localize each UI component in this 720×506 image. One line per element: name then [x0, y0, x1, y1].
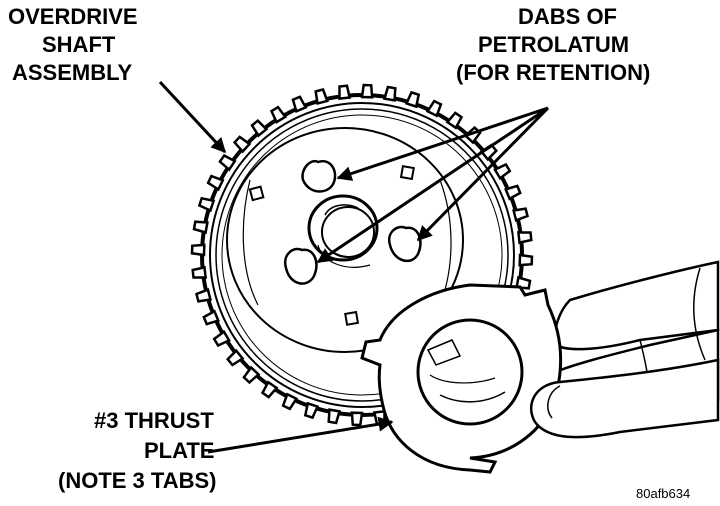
label-petrolatum: PETROLATUM [478, 32, 630, 57]
label-note-tabs: (NOTE 3 TABS) [58, 468, 217, 493]
thumb-illustration [529, 358, 720, 439]
shaft-arrow [158, 80, 227, 154]
gear-tooth [445, 111, 464, 130]
label-assembly: ASSEMBLY [12, 60, 133, 85]
gear-tooth [382, 85, 397, 102]
gear-tooth [425, 99, 443, 118]
gear-tooth [291, 95, 308, 113]
label-dabs-of: DABS OF [518, 4, 617, 29]
petrolatum-dabs [283, 159, 422, 285]
gear-tooth [512, 207, 529, 222]
label-thrust: #3 THRUST [94, 408, 214, 433]
gear-tooth [218, 153, 237, 172]
label-overdrive: OVERDRIVE [8, 4, 138, 29]
gear-tooth [404, 90, 421, 109]
gear-tooth [212, 329, 231, 348]
dab-arrow-left [316, 106, 549, 264]
gear-tooth [192, 220, 209, 235]
leader-arrows [158, 80, 550, 454]
gear-tooth [242, 365, 261, 385]
gear-tooth [350, 411, 364, 427]
gear-tooth [281, 392, 299, 411]
plate-arrow [207, 416, 394, 454]
dab-arrow-top [336, 106, 549, 181]
gear-tooth [190, 243, 206, 257]
gear-tooth [518, 253, 534, 267]
hub-slots [248, 165, 415, 326]
figure-id: 80afb634 [636, 486, 691, 501]
gear-tooth [314, 88, 329, 105]
label-plate: PLATE [144, 438, 215, 463]
gear-tooth [250, 119, 269, 138]
gear-tooth [303, 401, 320, 420]
gear-tooth [269, 105, 288, 124]
gear-tooth [191, 265, 207, 279]
gear-tooth [327, 408, 342, 425]
label-for-retention: (FOR RETENTION) [456, 60, 651, 85]
gear-tooth [517, 231, 533, 245]
center-shaft-bore [307, 194, 379, 268]
thrust-plate [360, 283, 563, 474]
dab-arrow-right [416, 106, 550, 242]
gear-tooth [197, 196, 216, 213]
gear-tooth [493, 162, 512, 181]
gear-tooth [195, 288, 212, 303]
gear-tooth [338, 84, 352, 100]
gear-tooth [202, 309, 220, 326]
label-shaft: SHAFT [42, 32, 116, 57]
gear-tooth [260, 380, 279, 399]
gear-tooth [206, 174, 225, 192]
gear-tooth [226, 348, 245, 367]
gear-tooth [504, 184, 522, 201]
gear-tooth [360, 83, 374, 99]
gear-tooth [232, 135, 252, 154]
